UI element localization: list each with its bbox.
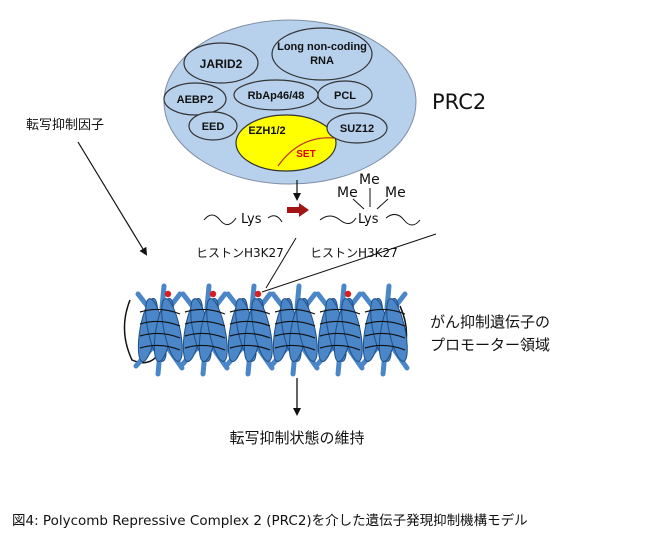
subunit-jarid2: JARID2 — [183, 42, 259, 84]
methylation-arrow — [287, 203, 309, 217]
complex-name: PRC2 — [432, 90, 486, 114]
nucleosome — [178, 283, 230, 377]
methyl-label-2: Me — [359, 172, 380, 188]
subunit-jarid2-label: JARID2 — [200, 57, 243, 71]
lys-label-after: Lys — [358, 212, 379, 227]
histone-unmodified: Lys ヒストンH3K27 — [196, 212, 284, 260]
nucleosome — [268, 283, 320, 377]
figure-caption: 図4: Polycomb Repressive Complex 2 (PRC2)… — [12, 512, 528, 529]
methyl-label-1: Me — [337, 185, 358, 201]
nucleosome — [313, 283, 365, 377]
subunit-ezh-label: EZH1/2 — [248, 125, 285, 137]
nucleosome — [223, 283, 275, 377]
subunit-ezh: EZH1/2 SET — [235, 114, 337, 172]
subunit-lncrna-label-line2: RNA — [310, 55, 334, 67]
subunit-suz12: SUZ12 — [326, 112, 388, 144]
histone-label-after: ヒストンH3K27 — [310, 246, 398, 260]
lys-label-before: Lys — [241, 212, 262, 227]
methyl-label-3: Me — [385, 185, 406, 201]
histone-trimethylated: Me Me Me Lys ヒストンH3K27 — [310, 172, 421, 260]
set-domain-divider — [277, 137, 336, 167]
histone-label-before: ヒストンH3K27 — [196, 246, 284, 260]
prc2-complex: JARID2 Long non-coding RNA AEBP2 RbAp46/… — [163, 19, 486, 185]
subunit-eed: EED — [188, 111, 238, 141]
subunit-pcl: PCL — [317, 80, 373, 110]
subunit-pcl-label: PCL — [334, 90, 356, 102]
subunit-aebp2-label: AEBP2 — [177, 94, 214, 106]
subunit-suz12-label: SUZ12 — [340, 123, 374, 135]
histone-connector-before — [265, 237, 297, 289]
subunit-eed-label: EED — [202, 121, 225, 133]
h3k27me3-mark — [344, 290, 352, 298]
subunit-lncrna: Long non-coding RNA — [271, 27, 373, 81]
subunit-lncrna-label-line1: Long non-coding — [277, 41, 367, 53]
nucleosome-array — [123, 283, 410, 377]
nucleosome — [358, 283, 410, 377]
result-label: 転写抑制状態の維持 — [229, 429, 364, 447]
repressor-factor-label: 転写抑制因子 — [26, 118, 104, 133]
histone-tail-right — [267, 215, 283, 223]
h3k27me3-mark — [164, 290, 172, 298]
set-domain-label: SET — [296, 149, 315, 160]
promoter-label-line2: プロモーター領域 — [430, 336, 550, 354]
histone-tail-left — [203, 214, 237, 225]
nucleosome — [133, 283, 185, 377]
subunit-rbap-label: RbAp46/48 — [248, 90, 305, 102]
repressor-arrow — [77, 141, 148, 256]
h3k27me3-mark — [254, 290, 262, 298]
h3k27me3-mark — [209, 290, 217, 298]
promoter-label-line1: がん抑制遺伝子の — [430, 313, 550, 331]
subunit-rbap: RbAp46/48 — [233, 79, 319, 111]
subunit-aebp2: AEBP2 — [163, 82, 227, 116]
histone-connector-after — [261, 233, 437, 293]
